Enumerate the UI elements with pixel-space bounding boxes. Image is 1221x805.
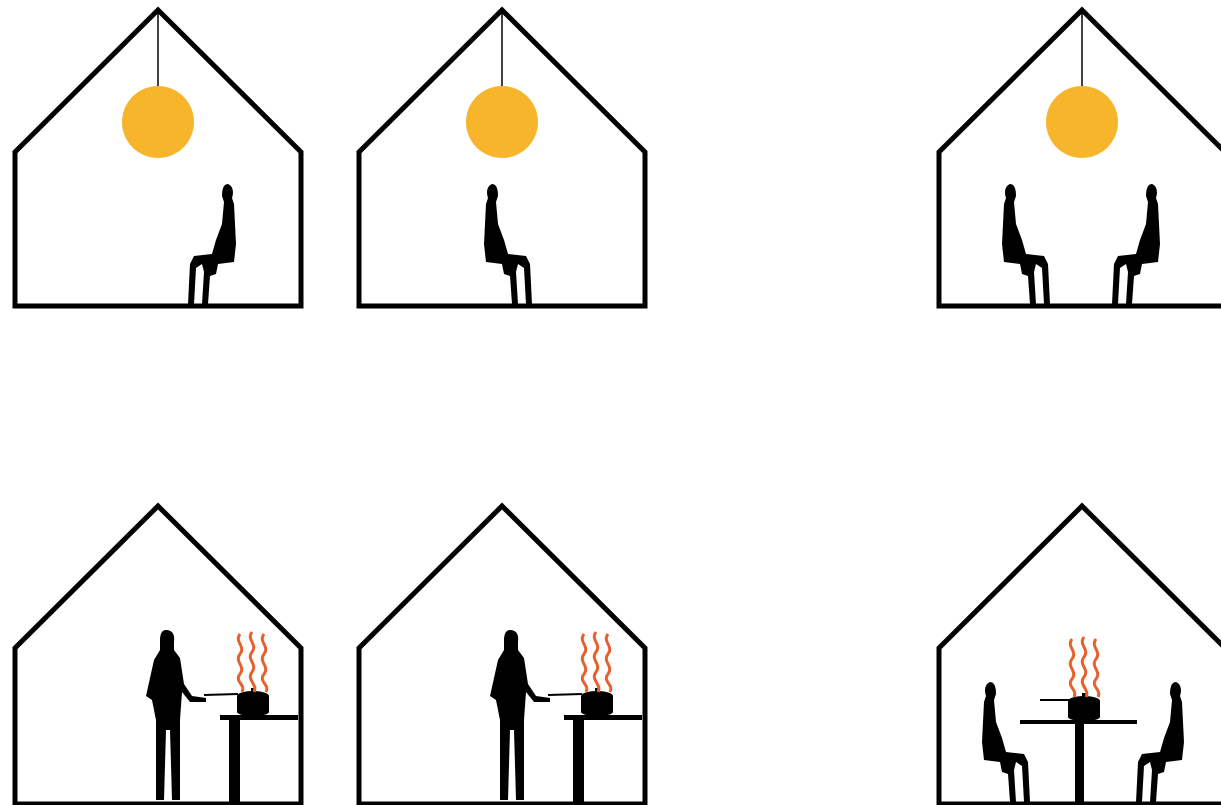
cooking-pot-icon: [581, 688, 613, 716]
table-icon: [1020, 720, 1137, 804]
seated-person-icon: [484, 184, 532, 304]
house-lamp-single-left: [359, 10, 645, 306]
seated-person-icon: [1002, 184, 1050, 304]
house-lamp-pair: [939, 10, 1221, 306]
standing-person-icon: [146, 630, 206, 800]
house-dining-pair: [939, 506, 1221, 804]
cooking-pot-icon: [1068, 693, 1100, 721]
steam-icon: [238, 632, 267, 692]
seated-person-icon: [982, 682, 1030, 802]
steam-icon: [582, 632, 611, 692]
house-cooking-a: [15, 506, 301, 804]
house-lamp-single-right: [15, 10, 301, 306]
pan-handle: [204, 694, 238, 695]
steam-icon: [1070, 637, 1099, 697]
pendant-lamp-icon: [466, 86, 538, 158]
pan-handle: [548, 694, 582, 695]
house-outline: [939, 10, 1221, 306]
seated-person-icon: [1112, 184, 1160, 304]
table-icon: [564, 715, 642, 804]
pendant-lamp-icon: [122, 86, 194, 158]
table-icon: [220, 715, 298, 804]
house-cooking-b: [359, 506, 645, 804]
seated-person-icon: [1136, 682, 1184, 802]
cooking-pot-icon: [237, 688, 269, 716]
standing-person-icon: [490, 630, 550, 800]
seated-person-icon: [188, 184, 236, 304]
pendant-lamp-icon: [1046, 86, 1118, 158]
